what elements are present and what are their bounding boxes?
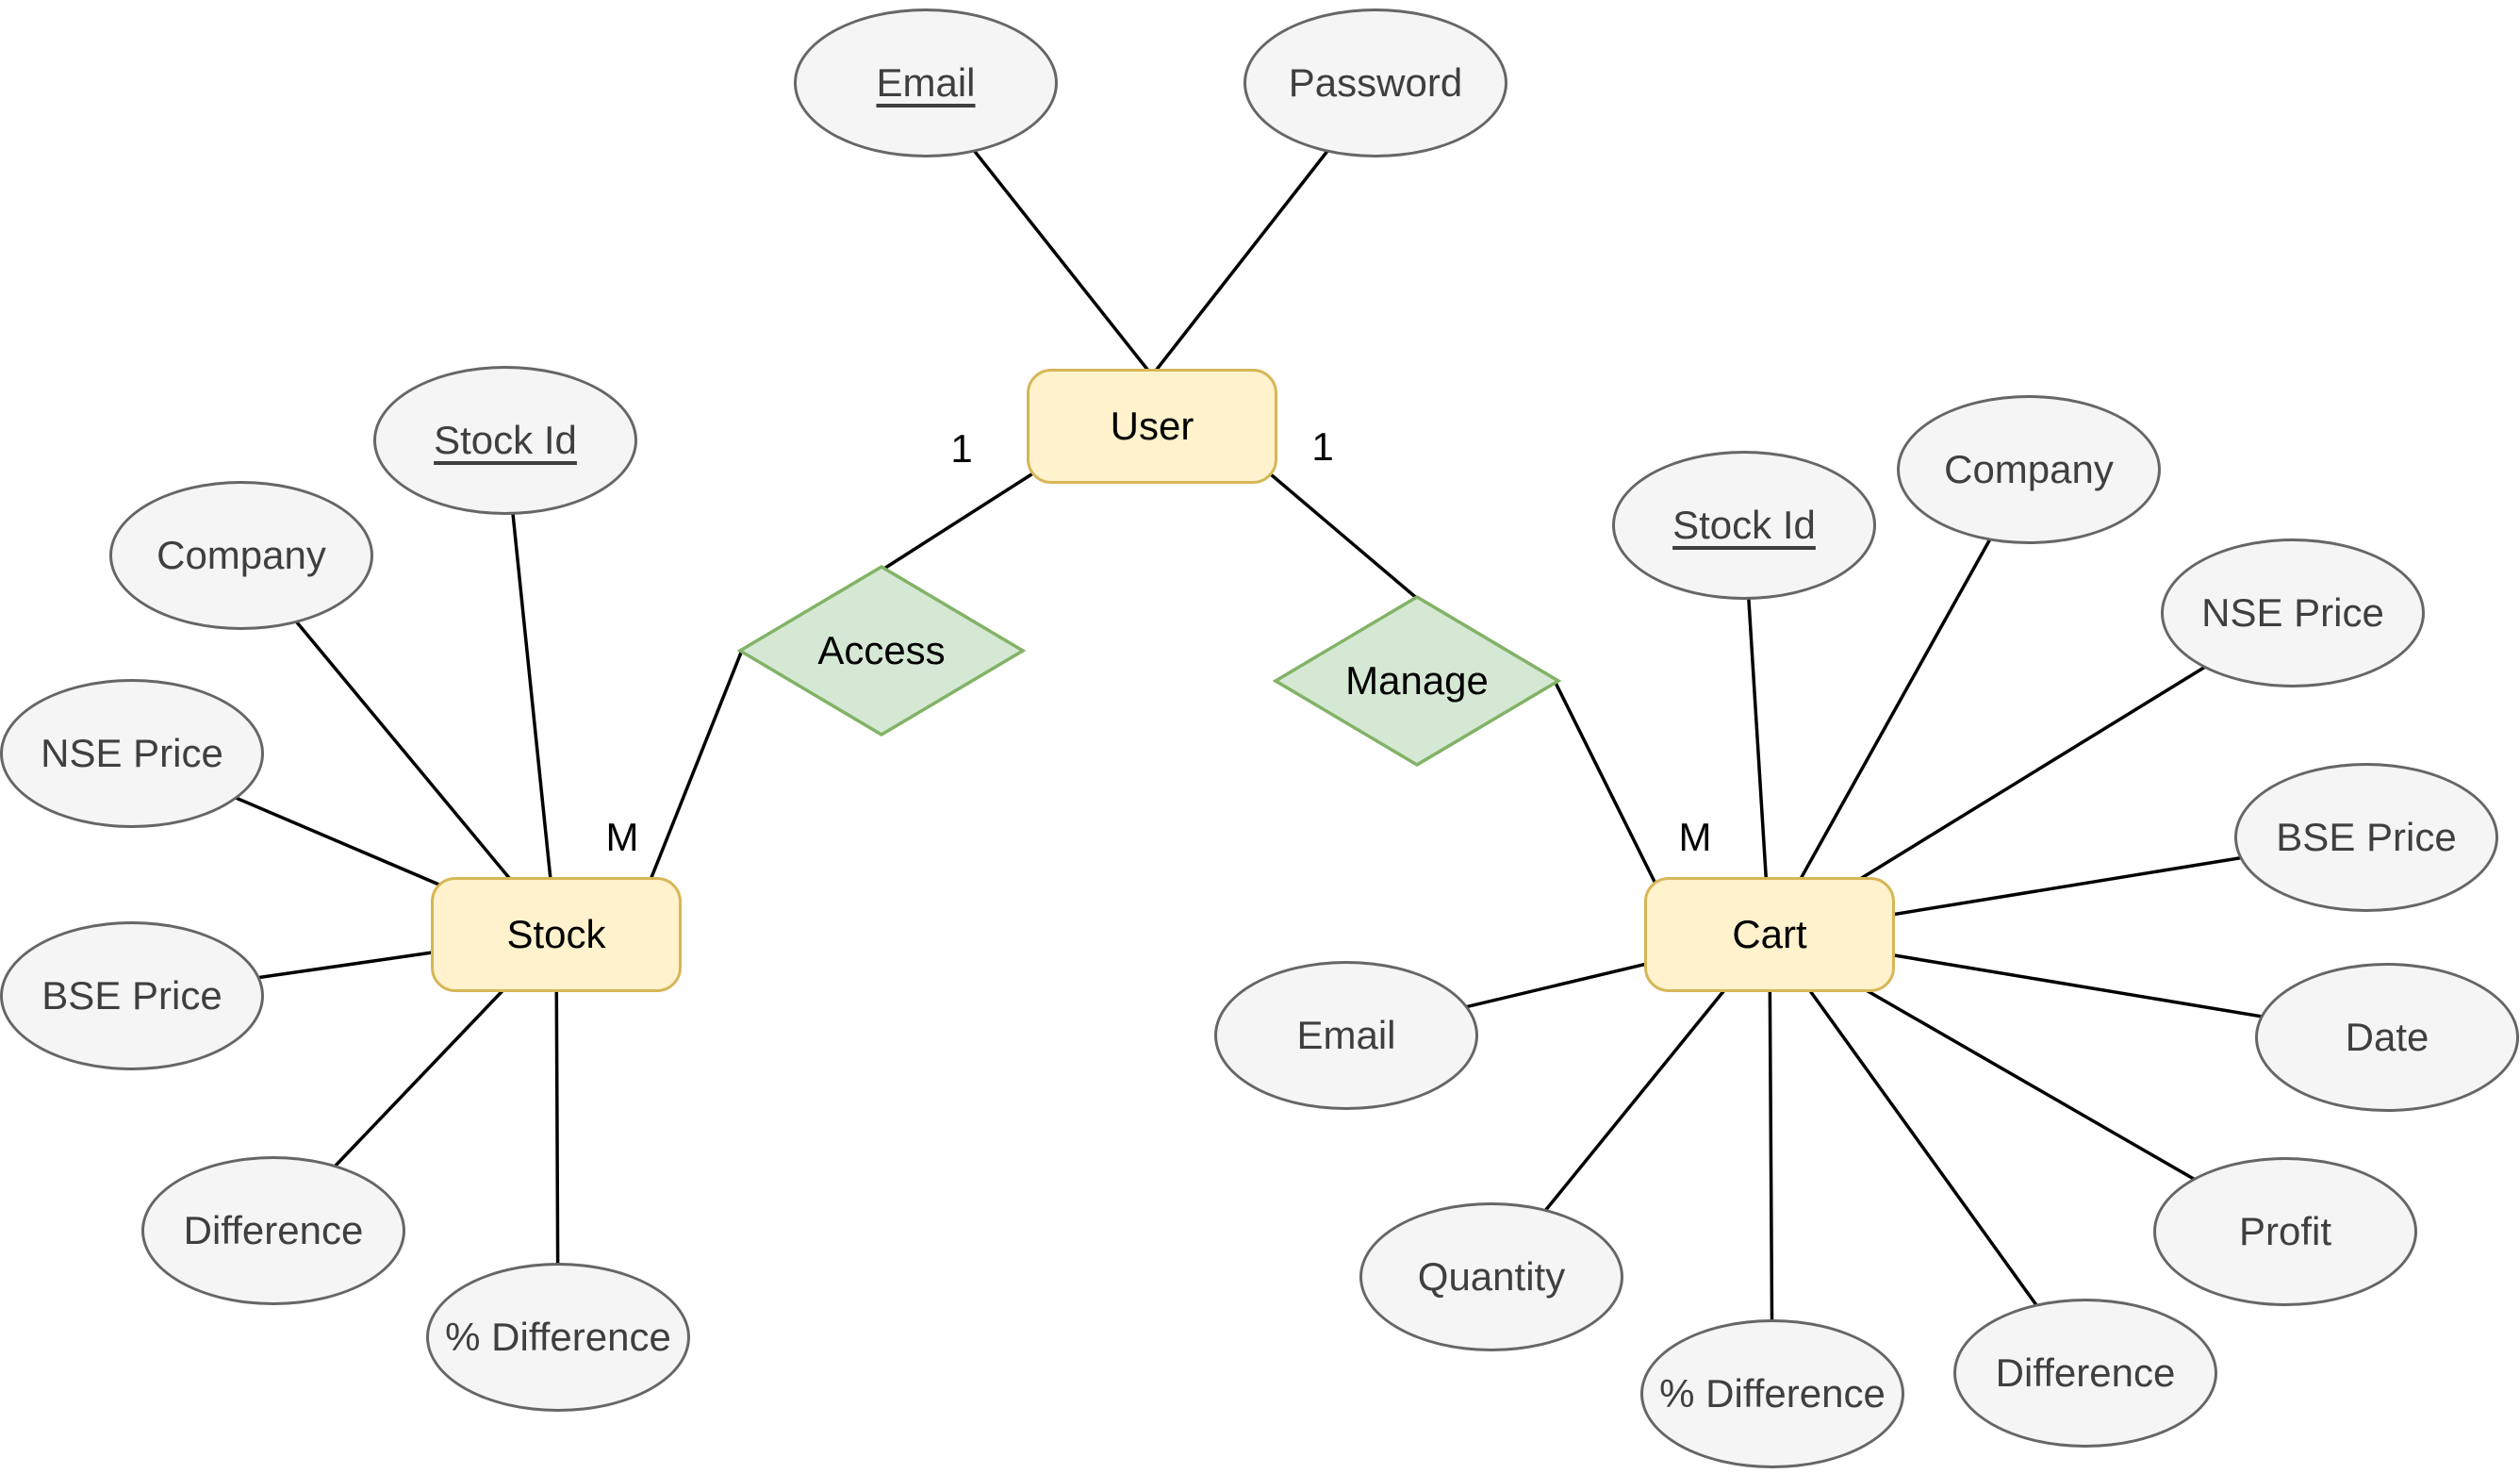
attribute-user-password: Password — [1244, 8, 1507, 157]
attribute-stock-stock-id: Stock Id — [373, 366, 637, 515]
attribute-cart-date: Date — [2255, 963, 2519, 1112]
entity-user: User — [1027, 369, 1277, 484]
attribute-cart-profit: Profit — [2153, 1157, 2417, 1306]
cardinality-cart-manage: M — [1678, 815, 1712, 859]
attribute-stock-pct-difference: % Difference — [426, 1263, 690, 1412]
attribute-cart-company: Company — [1897, 395, 2161, 544]
attribute-cart-stock-id: Stock Id — [1612, 451, 1876, 600]
edge-user-manage — [1263, 468, 1422, 603]
attribute-user-email: Email — [794, 8, 1058, 157]
edge-cart-pct-difference — [1768, 934, 1774, 1395]
attribute-cart-nse-price: NSE Price — [2161, 538, 2425, 687]
entity-cart: Cart — [1644, 877, 1895, 992]
edge-access-stock — [647, 652, 743, 886]
attribute-stock-bse-price: BSE Price — [0, 921, 264, 1070]
relationship-access-shape — [736, 564, 1027, 737]
attribute-stock-company: Company — [109, 481, 373, 630]
relationship-manage-shape — [1272, 594, 1562, 768]
attribute-cart-quantity: Quantity — [1359, 1202, 1623, 1351]
attribute-stock-difference: Difference — [141, 1156, 405, 1305]
entity-stock: Stock — [431, 877, 682, 992]
cardinality-user-access: 1 — [950, 426, 973, 471]
edge-stock-stock-id — [503, 439, 558, 936]
cardinality-stock-access: M — [605, 815, 639, 859]
attribute-cart-bse-price: BSE Price — [2234, 763, 2498, 912]
relationship-manage-label: Manage — [1345, 658, 1489, 703]
cardinality-user-manage: 1 — [1311, 424, 1334, 469]
attribute-cart-email: Email — [1214, 961, 1478, 1110]
attribute-cart-pct-difference: % Difference — [1640, 1319, 1904, 1468]
attribute-stock-nse-price: NSE Price — [0, 679, 264, 828]
edge-cart-difference — [1768, 933, 2087, 1375]
edge-user-access — [879, 468, 1040, 573]
edge-manage-cart — [1554, 682, 1658, 886]
attribute-cart-difference: Difference — [1953, 1299, 2217, 1448]
relationship-access-label: Access — [817, 628, 946, 672]
edge-cart-company — [1768, 469, 2031, 936]
